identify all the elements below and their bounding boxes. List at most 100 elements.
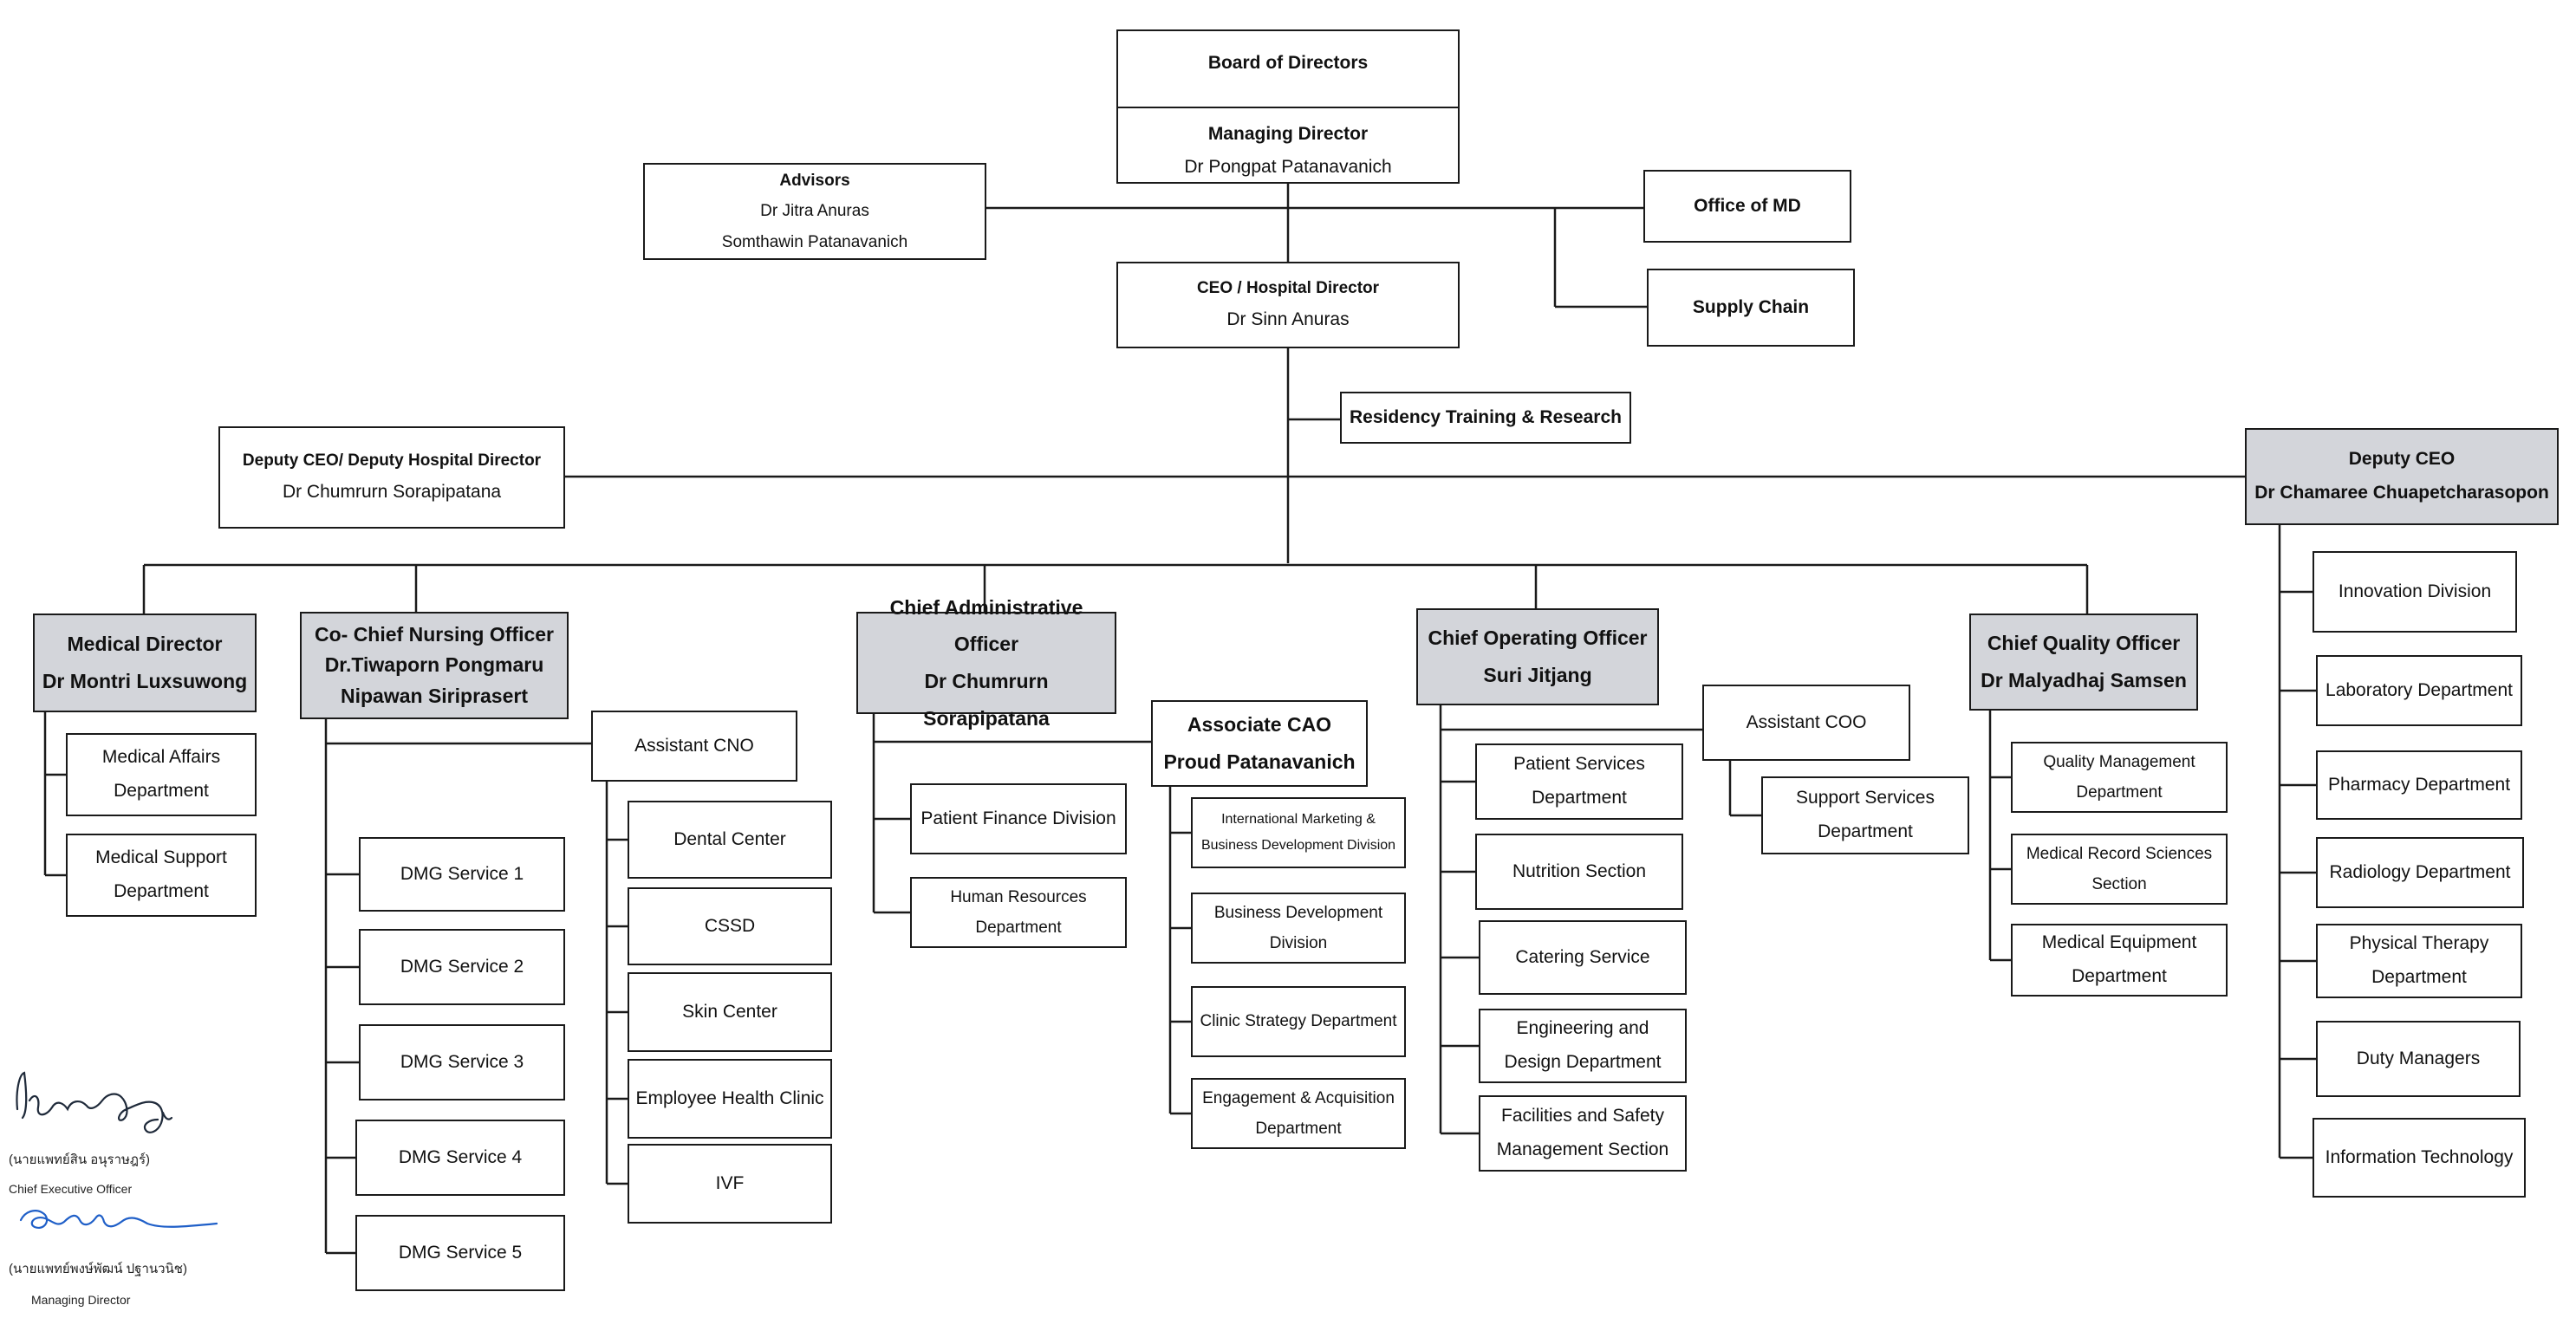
- dental-center-box[interactable]: Dental Center: [628, 801, 832, 879]
- coo-box[interactable]: Chief Operating Officer Suri Jitjang: [1416, 608, 1659, 705]
- intl-marketing-box[interactable]: International Marketing & Business Devel…: [1191, 797, 1406, 868]
- medical-director-title: Medical Director: [67, 633, 223, 656]
- center-label: CSSD: [704, 915, 756, 936]
- unit-line: Department: [1532, 788, 1627, 808]
- unit-line: Engagement & Acquisition: [1202, 1088, 1395, 1107]
- unit-line: Patient Services: [1513, 754, 1645, 775]
- unit-line: Innovation Division: [2338, 581, 2492, 601]
- cqo-title: Chief Quality Officer: [1987, 632, 2181, 655]
- ivf-box[interactable]: IVF: [628, 1144, 832, 1224]
- cqo-name: Dr Malyadhaj Samsen: [1981, 669, 2187, 691]
- pharmacy-department-box[interactable]: Pharmacy Department: [2316, 750, 2522, 820]
- assistant-coo-box[interactable]: Assistant COO: [1702, 685, 1910, 761]
- facilities-safety-box[interactable]: Facilities and Safety Management Section: [1479, 1095, 1687, 1172]
- unit-line: Human Resources: [950, 887, 1087, 906]
- unit-line: Department: [1255, 1120, 1342, 1138]
- managing-director-title: Managing Director: [1207, 124, 1369, 144]
- unit-line: Division: [1269, 934, 1328, 952]
- unit-line: Department: [114, 781, 209, 801]
- associate-cao-name: Proud Patanavanich: [1163, 750, 1356, 773]
- quality-management-box[interactable]: Quality Management Department: [2011, 742, 2228, 813]
- unit-line: Medical Support: [95, 847, 227, 868]
- deputy-ceo-left-box[interactable]: Deputy CEO/ Deputy Hospital Director Dr …: [218, 426, 565, 529]
- md-signature-role: Managing Director: [31, 1293, 131, 1307]
- assistant-cno-box[interactable]: Assistant CNO: [591, 711, 797, 782]
- coo-title: Chief Operating Officer: [1428, 627, 1648, 650]
- unit-line: Patient Finance Division: [920, 808, 1116, 828]
- medical-affairs-box[interactable]: Medical Affairs Department: [66, 733, 257, 816]
- cqo-box[interactable]: Chief Quality Officer Dr Malyadhaj Samse…: [1969, 614, 2198, 711]
- center-label: Dental Center: [673, 828, 786, 849]
- patient-services-box[interactable]: Patient Services Department: [1475, 743, 1683, 820]
- unit-line: Support Services: [1796, 788, 1935, 808]
- associate-cao-box[interactable]: Associate CAO Proud Patanavanich: [1151, 700, 1368, 787]
- medical-equipment-box[interactable]: Medical Equipment Department: [2011, 924, 2228, 997]
- duty-managers-box[interactable]: Duty Managers: [2316, 1021, 2521, 1097]
- dmg-service-label: DMG Service 5: [398, 1242, 523, 1263]
- dmg-service-label: DMG Service 4: [398, 1146, 523, 1167]
- deputy-ceo-right-name: Dr Chamaree Chuapetcharasopon: [2254, 483, 2549, 503]
- unit-line: Business Development: [1213, 903, 1383, 922]
- unit-line: Quality Management: [2043, 752, 2195, 771]
- ceo-box[interactable]: CEO / Hospital Director Dr Sinn Anuras: [1116, 262, 1460, 348]
- medical-director-name: Dr Montri Luxsuwong: [42, 670, 248, 692]
- medical-director-box[interactable]: Medical Director Dr Montri Luxsuwong: [33, 614, 257, 712]
- radiology-department-box[interactable]: Radiology Department: [2316, 837, 2524, 908]
- laboratory-department-box[interactable]: Laboratory Department: [2316, 655, 2522, 726]
- dmg-service-3-box[interactable]: DMG Service 3: [359, 1024, 565, 1100]
- skin-center-box[interactable]: Skin Center: [628, 972, 832, 1052]
- patient-finance-box[interactable]: Patient Finance Division: [910, 783, 1127, 854]
- unit-line: Medical Affairs: [101, 747, 221, 768]
- unit-line: Business Development Division: [1200, 838, 1396, 853]
- dmg-service-2-box[interactable]: DMG Service 2: [359, 929, 565, 1005]
- residency-label: Residency Training & Research: [1350, 406, 1622, 427]
- board-md-box[interactable]: Board of Directors Managing Director Dr …: [1116, 29, 1460, 184]
- physical-therapy-box[interactable]: Physical Therapy Department: [2316, 924, 2522, 998]
- supply-chain-label: Supply Chain: [1692, 296, 1810, 317]
- unit-line: Nutrition Section: [1512, 860, 1647, 881]
- cno-box[interactable]: Co- Chief Nursing Officer Dr.Tiwaporn Po…: [300, 612, 569, 719]
- unit-line: Physical Therapy: [2349, 933, 2489, 954]
- engagement-acquisition-box[interactable]: Engagement & Acquisition Department: [1191, 1078, 1406, 1149]
- medical-record-box[interactable]: Medical Record Sciences Section: [2011, 834, 2228, 905]
- deputy-ceo-right-box[interactable]: Deputy CEO Dr Chamaree Chuapetcharasopon: [2245, 428, 2559, 525]
- cao-box[interactable]: Chief Administrative Officer Dr Chumrurn…: [856, 596, 1116, 730]
- catering-service-box[interactable]: Catering Service: [1479, 920, 1687, 995]
- business-development-box[interactable]: Business Development Division: [1191, 893, 1406, 964]
- employee-health-clinic-box[interactable]: Employee Health Clinic: [628, 1059, 832, 1139]
- unit-line: Catering Service: [1515, 946, 1650, 967]
- human-resources-box[interactable]: Human Resources Department: [910, 877, 1127, 948]
- unit-line: Department: [114, 881, 209, 901]
- supply-chain-box[interactable]: Supply Chain: [1647, 269, 1855, 347]
- dmg-service-5-box[interactable]: DMG Service 5: [355, 1215, 565, 1291]
- clinic-strategy-box[interactable]: Clinic Strategy Department: [1191, 986, 1406, 1057]
- innovation-division-box[interactable]: Innovation Division: [2313, 551, 2517, 633]
- unit-line: International Marketing &: [1221, 811, 1376, 827]
- unit-line: Department: [1818, 821, 1913, 841]
- engineering-design-box[interactable]: Engineering and Design Department: [1479, 1009, 1687, 1083]
- unit-line: Engineering and: [1516, 1018, 1649, 1039]
- advisors-box[interactable]: Advisors Dr Jitra Anuras Somthawin Patan…: [643, 163, 986, 260]
- support-services-box[interactable]: Support Services Department: [1761, 776, 1969, 854]
- unit-line: Medical Record Sciences: [2026, 844, 2213, 863]
- dmg-service-label: DMG Service 2: [400, 956, 524, 977]
- dmg-service-4-box[interactable]: DMG Service 4: [355, 1120, 565, 1196]
- office-md-label: Office of MD: [1694, 195, 1801, 216]
- dmg-service-label: DMG Service 3: [400, 1051, 524, 1072]
- dmg-service-1-box[interactable]: DMG Service 1: [359, 837, 565, 912]
- residency-box[interactable]: Residency Training & Research: [1340, 392, 1631, 444]
- office-md-box[interactable]: Office of MD: [1643, 170, 1851, 243]
- nutrition-section-box[interactable]: Nutrition Section: [1475, 834, 1683, 910]
- unit-line: Pharmacy Department: [2327, 774, 2511, 795]
- unit-line: Section: [2091, 875, 2147, 893]
- signature-strokes: [16, 1071, 218, 1229]
- signature-block: (นายแพทย์สิน อนุราษฎร์) Chief Executive …: [0, 1066, 234, 1318]
- assistant-cno-label: Assistant CNO: [634, 735, 754, 756]
- ceo-signature-caption: (นายแพทย์สิน อนุราษฎร์): [9, 1152, 151, 1167]
- cssd-box[interactable]: CSSD: [628, 887, 832, 965]
- deputy-ceo-left-name: Dr Chumrurn Sorapipatana: [282, 482, 502, 503]
- information-technology-box[interactable]: Information Technology: [2313, 1118, 2526, 1198]
- cao-title: Chief Administrative Officer: [889, 595, 1083, 656]
- center-label: IVF: [715, 1172, 745, 1193]
- medical-support-box[interactable]: Medical Support Department: [66, 834, 257, 917]
